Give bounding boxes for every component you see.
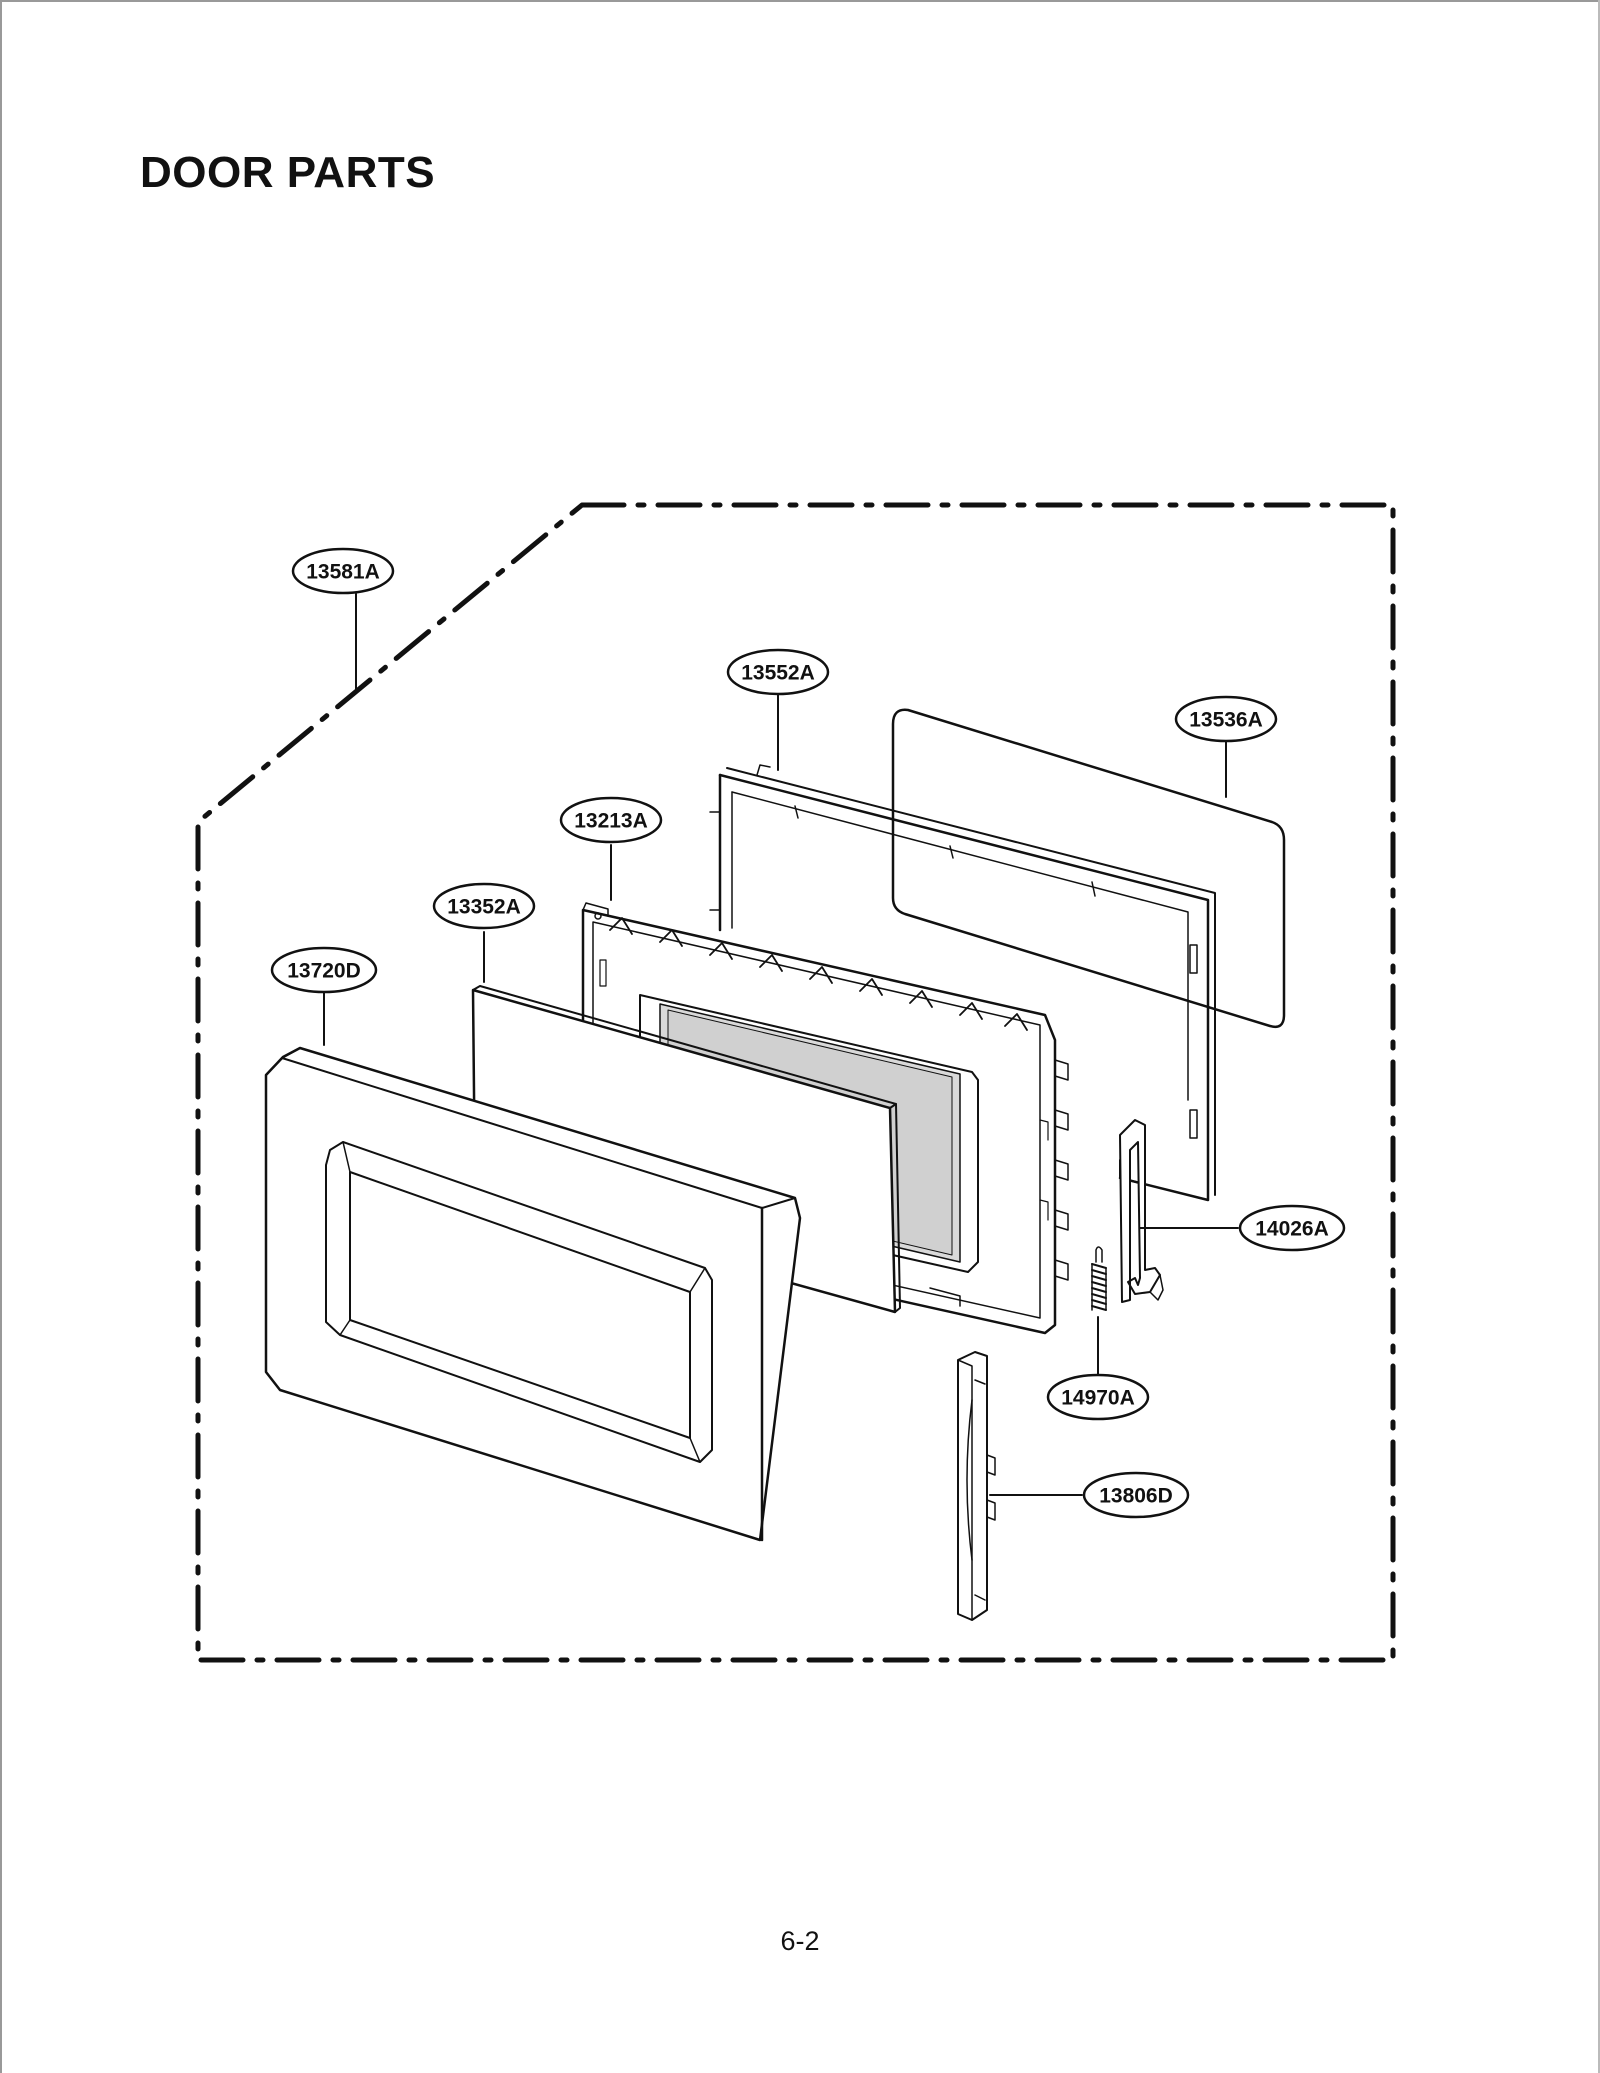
leader-lines [323,593,1239,1496]
callout-ellipse-14970A [1046,1373,1150,1421]
callout-ellipse-13552A [726,648,830,696]
callout-ellipse-14026A [1238,1204,1346,1252]
spring-part [1091,1246,1107,1311]
page-border-right [1598,0,1600,2073]
callout-ellipse-13581A [291,547,395,595]
assembly-boundary [195,502,1396,1663]
callout-label-14970A: 14970A [1061,1387,1135,1410]
callout-ellipse-13352A [432,882,536,930]
page-border-top [0,0,1600,2]
callout-label-13806D: 13806D [1099,1485,1173,1508]
page-border-left [0,0,2,2073]
handle-part [957,1351,996,1621]
choke-cover-part [709,764,1216,1202]
callout-label-13536A: 13536A [1189,709,1263,732]
latch-hook-part [1119,1119,1164,1303]
front-panel-part [264,1046,802,1542]
callout-ellipse-13806D [1082,1471,1190,1519]
callout-label-13552A: 13552A [741,662,815,685]
callout-ellipse-13536A [1174,695,1278,743]
callout-label-13352A: 13352A [447,896,521,919]
callout-ellipse-13720D [270,946,378,994]
callout-ellipse-13213A [559,796,663,844]
callout-label-13581A: 13581A [306,561,380,584]
page-title: DOOR PARTS [140,148,436,197]
page-number: 6-2 [780,1926,820,1956]
callout-label-13213A: 13213A [574,810,648,833]
callout-label-13720D: 13720D [287,960,361,983]
callout-ellipses [270,547,1346,1519]
callout-label-14026A: 14026A [1255,1218,1329,1241]
